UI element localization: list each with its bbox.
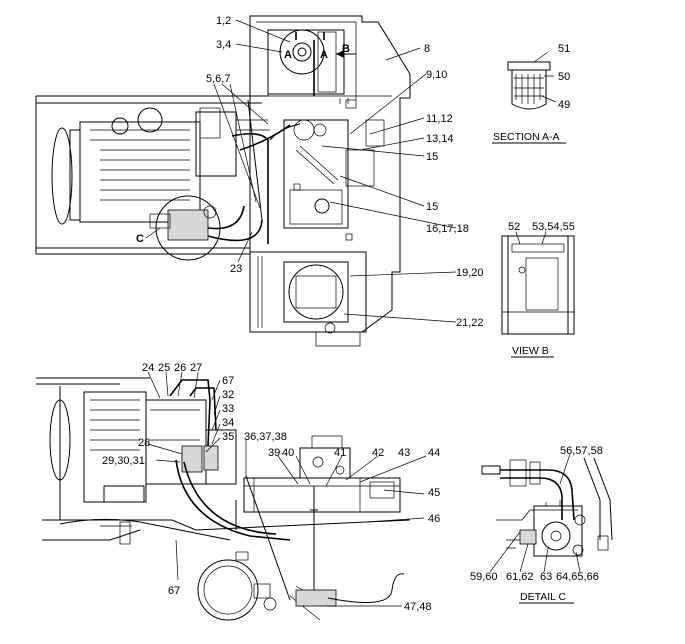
callout-33: 33 xyxy=(222,403,234,415)
callout-8: 8 xyxy=(424,43,430,55)
callout-28: 28 xyxy=(138,437,150,449)
caption-view-b: VIEW B xyxy=(512,345,549,357)
callout-16-17-18: 16,17,18 xyxy=(426,223,469,235)
callout-32: 32 xyxy=(222,389,234,401)
callout-43: 43 xyxy=(398,447,410,459)
callout-3-4: 3,4 xyxy=(216,39,231,51)
callout-b: B xyxy=(342,43,350,55)
callout-9-10: 9,10 xyxy=(426,69,447,81)
callout-50: 50 xyxy=(558,71,570,83)
caption-section-aa: SECTION A-A xyxy=(493,131,560,143)
callout-15-upper: 15 xyxy=(426,151,438,163)
callout-13-14: 13,14 xyxy=(426,133,454,145)
callout-45: 45 xyxy=(428,487,440,499)
callout-a-right: A xyxy=(320,49,328,61)
callout-64-65-66: 64,65,66 xyxy=(556,571,599,583)
callout-11-12: 11,12 xyxy=(426,113,453,125)
callout-51: 51 xyxy=(558,43,570,55)
callout-53-54-55: 53,54,55 xyxy=(532,221,575,233)
callout-39: 39 xyxy=(268,447,280,459)
callout-26: 26 xyxy=(174,362,186,374)
callout-35: 35 xyxy=(222,431,234,443)
callout-21-22: 21,22 xyxy=(456,317,484,329)
callout-c: C xyxy=(136,233,144,245)
callout-44: 44 xyxy=(428,447,440,459)
callout-5-6-7: 5,6,7 xyxy=(206,73,230,85)
callout-47-48: 47,48 xyxy=(404,601,432,613)
callout-56-57-58: 56,57,58 xyxy=(560,445,603,457)
callout-63: 63 xyxy=(540,571,552,583)
callout-59-60: 59,60 xyxy=(470,571,498,583)
callout-49: 49 xyxy=(558,99,570,111)
detail-c-drawing xyxy=(481,453,613,573)
bottom-assembly-drawing xyxy=(36,371,427,621)
callout-15-lower: 15 xyxy=(426,201,438,213)
top-assembly-drawing xyxy=(35,15,457,347)
callout-34: 34 xyxy=(222,417,234,429)
callout-29-30-31: 29,30,31 xyxy=(102,455,145,467)
callout-36-37-38: 36,37,38 xyxy=(244,431,287,443)
callout-a-left: A xyxy=(284,49,292,61)
callout-25: 25 xyxy=(158,362,170,374)
callout-19-20: 19,20 xyxy=(456,267,484,279)
callout-52: 52 xyxy=(508,221,520,233)
callout-1-2: 1,2 xyxy=(216,15,231,27)
caption-detail-c: DETAIL C xyxy=(520,591,567,603)
callout-23: 23 xyxy=(230,263,242,275)
callout-42: 42 xyxy=(372,447,384,459)
callout-27: 27 xyxy=(190,362,202,374)
callout-61-62: 61,62 xyxy=(506,571,534,583)
callout-24: 24 xyxy=(142,362,154,374)
callout-67-top: 67 xyxy=(222,375,234,387)
callout-40: 40 xyxy=(282,447,294,459)
callout-67-bottom: 67 xyxy=(168,585,180,597)
view-b-drawing xyxy=(501,231,575,335)
section-aa-drawing xyxy=(507,51,557,110)
callout-41: 41 xyxy=(334,447,346,459)
callout-46: 46 xyxy=(428,513,440,525)
